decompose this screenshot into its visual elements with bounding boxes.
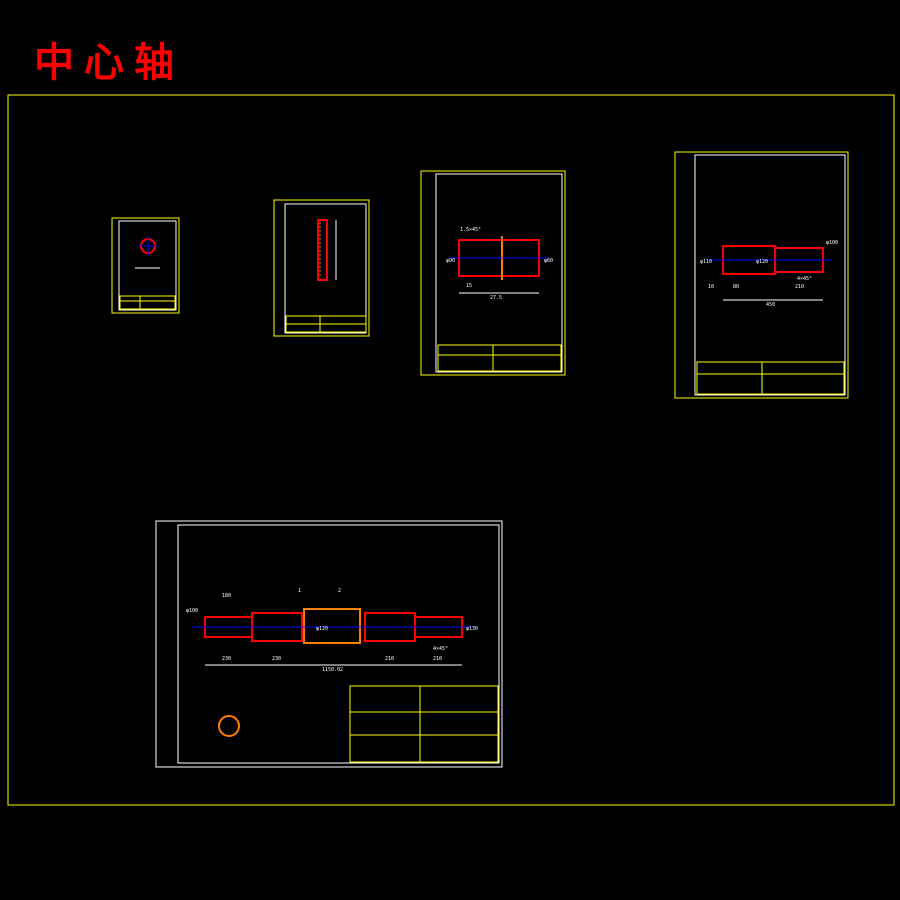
sheet-5-trim bbox=[155, 520, 503, 768]
sheet-4-dim-a-text: 10 bbox=[708, 284, 714, 290]
sheet-5-dim-seg1-text: 230 bbox=[222, 656, 231, 662]
sheet-1-trim bbox=[111, 217, 180, 314]
sheet-4-border bbox=[694, 154, 846, 396]
sheet-4-trim bbox=[674, 151, 849, 399]
sheet-3-dim-total-text: 27.5 bbox=[490, 295, 502, 301]
sheet-5-callout2: 2 bbox=[338, 588, 341, 594]
sheet-5-dim-total-text: 1150.02 bbox=[322, 667, 343, 673]
sheet-4[interactable]: 450 10 80 210 4×45° φ110 φ120 φ100 bbox=[674, 151, 849, 399]
sheet-4-dim-total-text: 450 bbox=[766, 302, 775, 308]
sheet-4-dia-b-text: φ120 bbox=[756, 259, 768, 265]
sheet-3-border bbox=[435, 173, 563, 373]
sheet-4-titleblock bbox=[696, 361, 845, 395]
sheet-5-dim-seg3-text: 210 bbox=[385, 656, 394, 662]
sheet-5-dim-seg4-text: 210 bbox=[433, 656, 442, 662]
sheet-4-chamfer-text: 4×45° bbox=[797, 276, 812, 282]
sheet-3-dia-b-text: φ60 bbox=[544, 258, 553, 264]
sheet-3-dim-len-text: 15 bbox=[466, 283, 472, 289]
sheet-3-titleblock bbox=[437, 344, 562, 372]
sheet-1-border bbox=[118, 220, 177, 311]
sheet-5-dia3-text: φ130 bbox=[466, 626, 478, 632]
sheet-5-section-circle bbox=[218, 715, 240, 737]
sheet-5-border bbox=[177, 524, 500, 764]
sheet-4-dim-c-text: 210 bbox=[795, 284, 804, 290]
sheet-1-titleblock bbox=[119, 295, 176, 310]
sheet-5-dim-seg2-text: 230 bbox=[272, 656, 281, 662]
sheet-2-part bbox=[317, 219, 328, 281]
sheet-5-dia2-text: φ120 bbox=[316, 626, 328, 632]
sheet-4-dia-a-text: φ110 bbox=[700, 259, 712, 265]
sheet-5-key-a-text: 180 bbox=[222, 593, 231, 599]
sheet-2[interactable] bbox=[273, 199, 370, 337]
sheet-5-dia1-text: φ100 bbox=[186, 608, 198, 614]
drawing-title: 中心轴 bbox=[34, 39, 184, 86]
outer-frame bbox=[7, 94, 895, 806]
sheet-5[interactable]: 1150.02 230 230 210 210 180 φ100 φ120 φ1… bbox=[155, 520, 503, 768]
sheet-2-trim bbox=[273, 199, 370, 337]
sheet-3[interactable]: 27.5 15 1.5×45° φ90 φ60 bbox=[420, 170, 566, 376]
sheet-5-chamfer-text: 4×45° bbox=[433, 646, 448, 652]
sheet-3-trim bbox=[420, 170, 566, 376]
sheet-3-dia-a-text: φ90 bbox=[446, 258, 455, 264]
sheet-5-seg3 bbox=[303, 608, 361, 644]
sheet-4-dim-b-text: 80 bbox=[733, 284, 739, 290]
sheet-2-border bbox=[284, 203, 367, 334]
sheet-3-chamfer-text: 1.5×45° bbox=[460, 227, 481, 233]
sheet-1[interactable] bbox=[111, 217, 180, 314]
sheet-4-dia-c-text: φ100 bbox=[826, 240, 838, 246]
sheet-5-titleblock bbox=[349, 685, 499, 763]
sheet-5-callout1: 1 bbox=[298, 588, 301, 594]
